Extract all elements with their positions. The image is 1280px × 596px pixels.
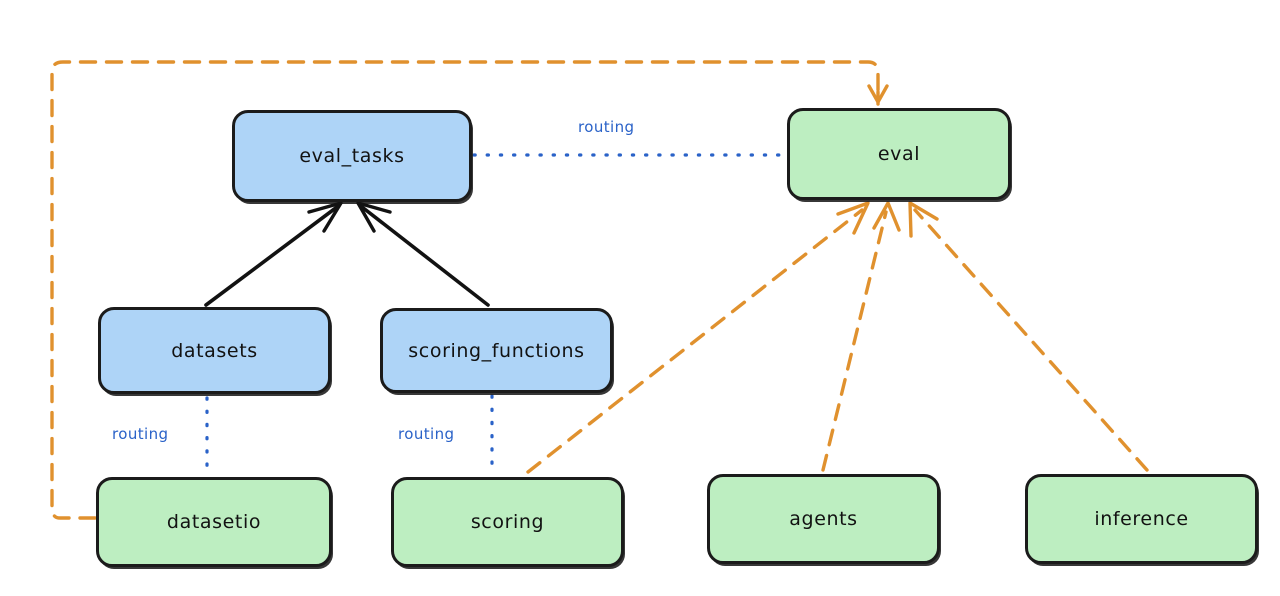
node-scoring[interactable]: scoring (391, 477, 624, 567)
node-agents-label: agents (789, 508, 858, 530)
node-datasetio[interactable]: datasetio (96, 477, 332, 567)
node-scoring-label: scoring (470, 511, 545, 533)
node-eval-tasks[interactable]: eval_tasks (232, 110, 472, 202)
edge-label-routing-scoring: routing (398, 425, 455, 443)
edge-agents-to-eval (821, 201, 901, 472)
edge-label-routing-eval: routing (578, 118, 635, 136)
node-inference-label: inference (1094, 508, 1189, 530)
node-scoring-functions[interactable]: scoring_functions (380, 308, 613, 393)
node-datasets-label: datasets (171, 339, 258, 362)
node-agents[interactable]: agents (707, 474, 940, 564)
node-inference[interactable]: inference (1025, 474, 1258, 564)
node-eval-label: eval (877, 143, 921, 165)
node-datasets[interactable]: datasets (98, 307, 331, 394)
edge-datasets-to-eval-tasks (204, 201, 343, 307)
node-scoring-functions-label: scoring_functions (408, 339, 585, 362)
edge-inference-to-eval (908, 201, 1149, 472)
node-datasetio-label: datasetio (166, 511, 262, 533)
edge-scoring-functions-to-eval-tasks (356, 201, 490, 307)
edge-label-routing-datasets: routing (112, 425, 169, 443)
node-eval-tasks-label: eval_tasks (299, 145, 405, 167)
node-eval[interactable]: eval (787, 108, 1011, 200)
